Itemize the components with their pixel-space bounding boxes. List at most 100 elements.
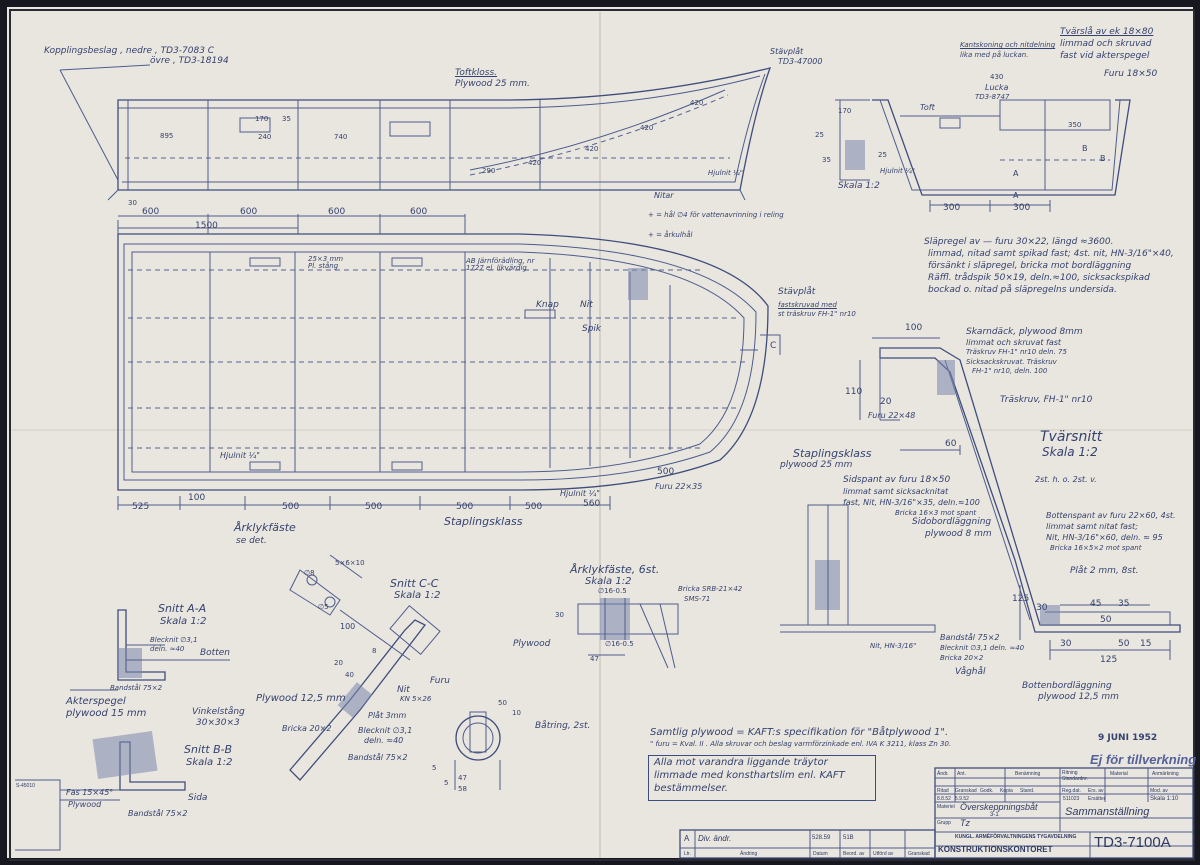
tb-row3: Skala 1:10 (1150, 796, 1179, 802)
dim-600: 600 (410, 207, 428, 217)
tb-row2: Ritad (937, 788, 949, 794)
tb-rev-text: Div. ändr. (698, 834, 732, 843)
stavplat-label: Stävplåt (770, 47, 804, 56)
dim: 300 (1013, 203, 1031, 213)
snitt-cc-blecknit: Blecknit ∅3,1 (358, 726, 413, 735)
stern-hjulnit: Hjulnit ¼" (880, 167, 915, 175)
side-margin-ref: S-45010 (16, 783, 35, 789)
hjulnit2-label: Hjulnit ¼" (560, 489, 600, 498)
plstang-label: 25×3 mm Pl. stång (308, 255, 344, 270)
dim-100: 100 (905, 323, 923, 333)
sidspant2-label: limmat samt sicksacknitat (843, 487, 949, 496)
dim: 300 (943, 203, 961, 213)
snitt-bb-bandstal: Bandstål 75×2 (128, 809, 188, 818)
tb-row2: Stand. (1020, 788, 1035, 794)
vinkelstang2-label: 30×30×3 (196, 718, 240, 728)
bricka-label: Bricka 20×2 (940, 654, 984, 662)
bottenbord-label: Bottenbordläggning (1022, 681, 1112, 691)
arklyk-drawing (577, 598, 679, 669)
note-plywood: Samtlig plywood = KAFT:s specifikation f… (650, 727, 949, 738)
tb-number: TD3-7100A (1094, 834, 1171, 851)
dim: 35 (282, 115, 291, 123)
slapregel-line1: Släpregel av — furu 30×22, längd ≈3600. (924, 237, 1114, 247)
dim: 170 (838, 107, 852, 115)
nit-label: Nit, HN-3/16" (870, 642, 917, 650)
staplingsklass-label: Staplingsklass (793, 447, 872, 460)
dim: 30 (1060, 639, 1072, 649)
tb-header: Ändr. (937, 771, 949, 777)
dim-560: 560 (583, 499, 601, 509)
note-box3: bestämmelser. (654, 783, 728, 794)
dim-1500: 1500 (195, 221, 218, 231)
snitt-cc-skala: Skala 1:2 (394, 590, 441, 601)
dim: 20 (334, 659, 343, 667)
akterspegel-label: Akterspegel (66, 696, 126, 707)
sidobord-label: Sidobordläggning (912, 517, 992, 527)
snitt-cc-bandstal: Bandstål 75×2 (348, 753, 408, 762)
tb-header: Anmärkning (1152, 771, 1179, 777)
lucka-dim: 430 (990, 73, 1004, 81)
snitt-aa-blecknit: Blecknit ∅3,1 (150, 636, 198, 644)
st-label: 2st. h. o. 2st. v. (1035, 475, 1097, 484)
dim: 420 (690, 99, 704, 107)
toftkloss-label: Toftkloss. (455, 68, 498, 78)
section-furu: Furu 22×48 (868, 411, 916, 420)
stavplat-label: Stävplåt (778, 287, 816, 297)
snitt-bb-title: Snitt B-B (184, 743, 233, 756)
snitt-aa-botten: Botten (200, 648, 230, 658)
dim: 35 (1118, 599, 1130, 609)
tvarsla-label: Tvärslå av ek 18×80 (1060, 27, 1154, 37)
plat-label: Plåt 2 mm, 8st. (1070, 566, 1139, 576)
tvarsnitt-skala: Skala 1:2 (1042, 445, 1098, 459)
dim: 30 (555, 611, 564, 619)
dim: 40 (345, 671, 354, 679)
furu-label: Furu 22×35 (655, 482, 703, 491)
tb-header: Material (1110, 771, 1128, 777)
tb-header: Ritning Standardnr. (1062, 770, 1088, 782)
dim: 500 (282, 502, 300, 512)
toft-label: Toft (920, 103, 935, 112)
dim: 10 (512, 709, 521, 717)
dim: 15 (1140, 639, 1152, 649)
arklyk-title: Årklykfäste, 6st. (570, 563, 660, 576)
knap-label: Knap (536, 300, 559, 310)
tb-rev-sign: 51B (843, 835, 854, 841)
tb-grupp: Tz (960, 818, 970, 828)
dim: ∅16-0.5 (605, 640, 634, 648)
dim: 100 (188, 493, 206, 503)
se-det-label: se det. (236, 536, 267, 546)
sidspant3-label: fast, Nit, HN-3/16"×35, deln.≈100 (843, 498, 980, 507)
glue-note-box (648, 755, 876, 801)
kantskoning-label: Kantskoning och nitdelning (960, 41, 1056, 49)
vinkelstang-label: Vinkelstång (192, 707, 245, 717)
furu-label: Furu 18×50 (1104, 69, 1158, 79)
snitt-aa-title: Snitt A-A (158, 602, 207, 615)
snitt-aa-bandstal: Bandstål 75×2 (110, 684, 163, 692)
dim: 50 (1118, 639, 1130, 649)
dim: 125 (1012, 594, 1030, 604)
stavplat-ref: TD3-47000 (778, 57, 823, 66)
arklyk-bricka: Bricka SRB-21×42 (678, 585, 743, 593)
tb-row2: Ers. av (1088, 788, 1104, 794)
lucka-label: Lucka (985, 83, 1009, 92)
tb-row3: 5.9.52 (955, 796, 969, 802)
arklyk-plywood: Plywood (513, 639, 551, 649)
dim: 5 (444, 779, 449, 787)
vaghal-label: Våghål (955, 667, 986, 677)
skarndack-label: Skarndäck, plywood 8mm (966, 327, 1083, 337)
tb-materiel: Överskeppningsbåt (960, 802, 1038, 812)
dim-20: 20 (880, 397, 892, 407)
dim: 100 (340, 622, 356, 631)
dim: 290 (482, 167, 496, 175)
dim-600: 600 (142, 207, 160, 217)
tb-row3: 511023 (1063, 796, 1080, 802)
ovre-label: övre , TD3-18194 (150, 56, 229, 66)
stavplat-note: fastskruvad med (778, 301, 837, 309)
slapregel-line4: Räffl. trådspik 50×19, deln.≈100, sicksa… (928, 273, 1150, 283)
dim: 740 (334, 133, 348, 141)
batring-label: Båtring, 2st. (535, 721, 591, 731)
bottenspant4-label: Bricka 16×5×2 mot spant (1050, 544, 1142, 552)
dim: 8 (372, 647, 377, 655)
